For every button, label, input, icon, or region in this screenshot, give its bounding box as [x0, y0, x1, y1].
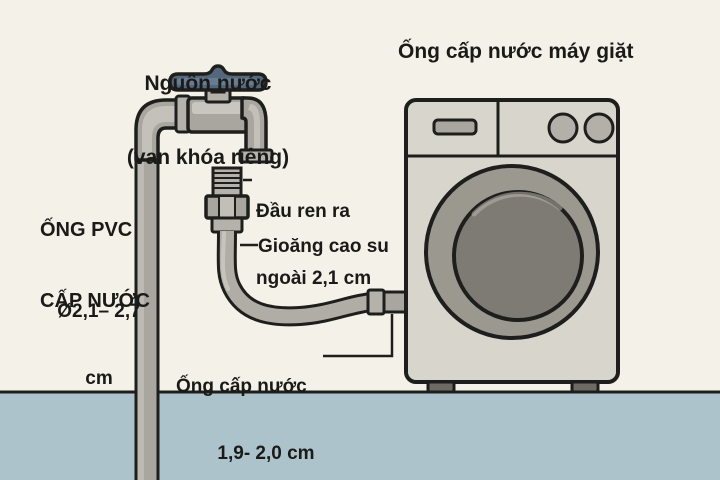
label-thread-line1: Đầu ren ra	[256, 200, 350, 222]
pvc-pipe	[134, 128, 160, 480]
label-water-source: Nguồn nước (van khóa riêng)	[108, 22, 308, 220]
foot-left	[426, 380, 456, 394]
threaded-adapter	[204, 166, 250, 234]
label-supply-hose-line2: 1,9- 2,0 cm	[217, 443, 315, 465]
label-thread-outlet: Đầu ren ra ngoài 2,1 cm	[256, 156, 436, 335]
label-machine-supply-hose: Ống cấp nước máy giặt	[398, 40, 634, 63]
door-highlight	[471, 191, 563, 217]
label-supply-hose: Ống cấp nước 1,9- 2,0 cm	[176, 331, 356, 480]
label-pvc-dimension-line2: cm	[85, 368, 113, 390]
leader-hose	[323, 314, 394, 358]
knob-right[interactable]	[583, 112, 615, 144]
leader-lines	[240, 178, 394, 358]
t-handle-valve[interactable]	[168, 64, 268, 92]
label-pvc-pipe: ỐNG PVC CẤP NƯỚC	[40, 172, 160, 361]
faucet-outlet	[238, 148, 274, 164]
label-pvc-dimension: Ø2,1– 2,7 cm	[34, 256, 164, 435]
label-pvc-dimension-line1: Ø2,1– 2,7	[57, 300, 141, 322]
faucet-assembly	[134, 64, 274, 164]
label-supply-hose-line1: Ống cấp nước	[176, 375, 307, 397]
washing-machine	[404, 98, 620, 394]
label-thread-line2: ngoài 2,1 cm	[256, 268, 372, 290]
knob-left[interactable]	[547, 112, 579, 144]
supply-hose	[216, 230, 374, 327]
foot-right	[570, 380, 600, 394]
label-water-source-line1: Nguồn nước	[144, 71, 272, 95]
label-pvc-line1: ỐNG PVC	[40, 219, 133, 242]
label-water-source-line2: (van khóa riêng)	[126, 145, 290, 169]
floor	[0, 390, 720, 480]
thread-grooves	[213, 172, 241, 189]
control-panel-display[interactable]	[432, 118, 478, 136]
label-pvc-line2: CẤP NƯỚC	[40, 289, 150, 312]
label-rubber-gasket: Gioăng cao su	[258, 236, 389, 257]
machine-door-glass[interactable]	[452, 190, 584, 322]
